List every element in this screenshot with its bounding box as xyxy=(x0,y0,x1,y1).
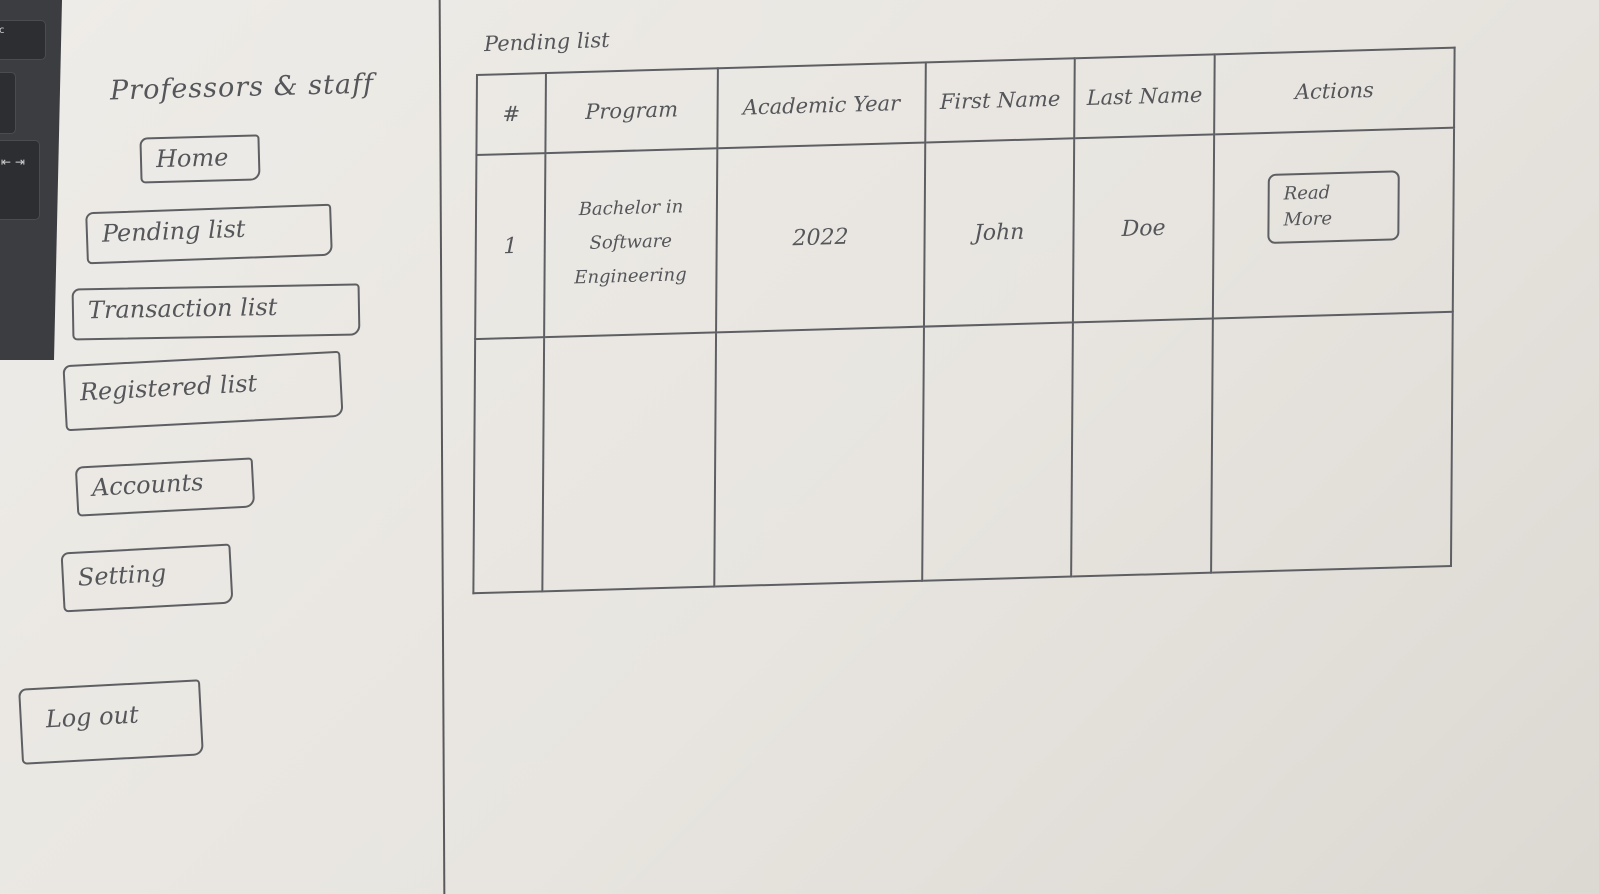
logout-button[interactable]: Log out xyxy=(18,679,204,765)
nav-transaction-list-button[interactable]: Transaction list xyxy=(71,283,361,341)
row-number: 1 xyxy=(475,153,546,340)
tab-key: ⇤ ⇥ xyxy=(0,140,40,220)
empty-cell xyxy=(714,326,924,587)
table-row-empty xyxy=(473,311,1453,594)
header-number: # xyxy=(476,73,547,156)
header-actions: Actions xyxy=(1214,47,1455,135)
nav-home-button[interactable]: Home xyxy=(139,134,261,184)
keyboard-edge: c ⇤ ⇥ xyxy=(0,0,62,360)
row-academic-year: 2022 xyxy=(715,142,926,333)
row-actions-cell: Read More xyxy=(1212,127,1455,319)
empty-cell xyxy=(473,337,545,594)
row-last-name: Doe xyxy=(1073,134,1215,323)
page-title: Pending list xyxy=(483,27,610,57)
row-program: Bachelor in Software Engineering xyxy=(544,148,718,338)
nav-pending-list-button[interactable]: Pending list xyxy=(85,203,333,265)
nav-setting-button[interactable]: Setting xyxy=(60,543,234,613)
pending-table-wrapper: # Program Academic Year First Name Last … xyxy=(472,47,1455,594)
side-key xyxy=(0,72,16,134)
nav-registered-list-button[interactable]: Registered list xyxy=(62,350,344,432)
row-first-name: John xyxy=(923,138,1075,327)
empty-cell xyxy=(1071,318,1213,577)
header-academic-year: Academic Year xyxy=(717,62,926,149)
header-program: Program xyxy=(545,68,718,154)
empty-cell xyxy=(922,322,1074,581)
read-more-button[interactable]: Read More xyxy=(1267,169,1400,244)
app-title: Professors & staff xyxy=(109,68,375,107)
header-last-name: Last Name xyxy=(1074,54,1215,139)
empty-cell xyxy=(1211,311,1453,573)
empty-cell xyxy=(542,332,716,592)
sidebar: Professors & staff Home Pending list Tra… xyxy=(18,0,440,894)
header-first-name: First Name xyxy=(925,58,1075,143)
pending-table: # Program Academic Year First Name Last … xyxy=(472,47,1455,595)
esc-key: c xyxy=(0,20,46,60)
nav-accounts-button[interactable]: Accounts xyxy=(74,457,256,517)
table-row: 1 Bachelor in Software Engineering 2022 … xyxy=(475,127,1455,340)
